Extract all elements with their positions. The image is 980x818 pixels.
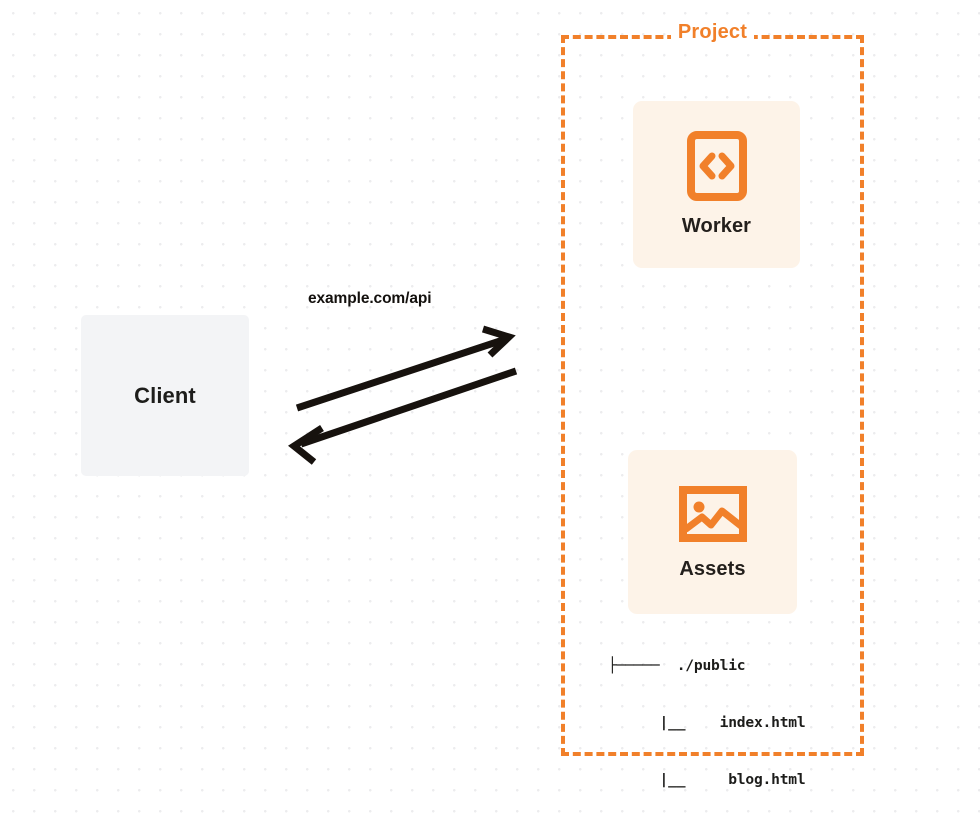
arrow-request-line [295,336,505,412]
connection-label: example.com/api [308,290,432,307]
file-tree-line-blog: |__ blog.html [608,771,806,788]
arrow-response-line [299,367,518,448]
file-tree-line-index: |__ index.html [608,714,806,731]
node-assets-label: Assets [679,557,746,580]
node-client-label: Client [134,382,196,408]
project-group-title-text: Project [670,21,755,43]
project-group-title: Project [561,21,864,44]
node-client[interactable]: Client [81,315,249,476]
code-brackets-icon [686,131,747,201]
node-worker-label: Worker [681,215,752,237]
node-assets[interactable]: Assets [628,450,797,614]
assets-file-tree: ├───── ./public |__ index.html |__ blog.… [608,618,806,818]
file-tree-line-root: ├───── ./public [608,657,746,674]
arrow-response-head [288,425,324,465]
node-worker[interactable]: Worker [633,101,800,268]
image-icon [678,485,747,542]
arrow-request-head [481,325,516,358]
